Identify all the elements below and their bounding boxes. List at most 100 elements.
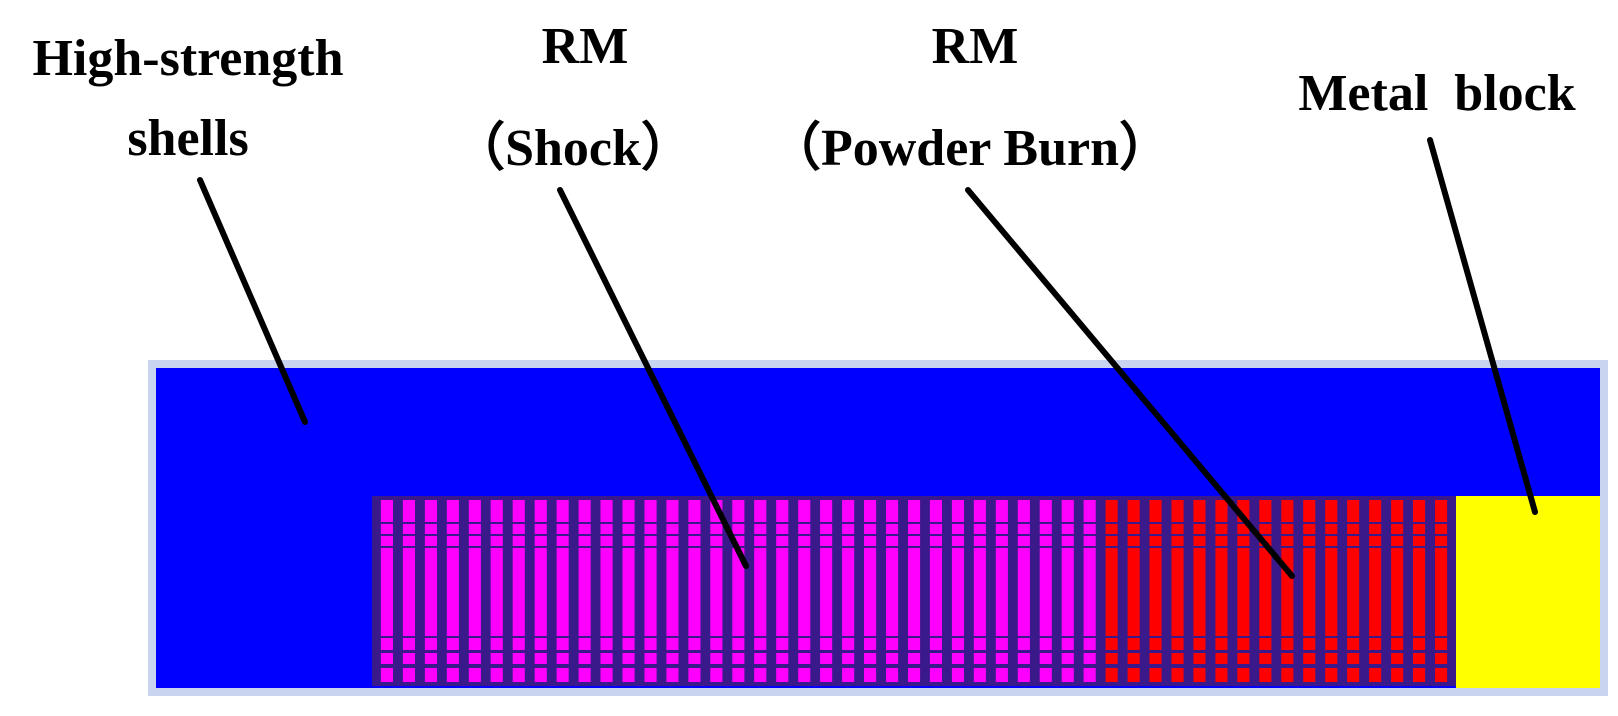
rm-shock-cell [820, 638, 833, 650]
rm-shock-cell [424, 536, 437, 546]
rm-shock-cell [446, 500, 459, 522]
rm-shock-cell [534, 500, 547, 522]
rm-powder-burn-cell [1171, 548, 1184, 636]
rm-powder-burn-cell [1325, 638, 1338, 650]
rm-shock-cell [929, 548, 942, 636]
rm-powder-burn-cell [1325, 653, 1338, 664]
rm-shock-cell [754, 668, 767, 682]
leader-line-shells [197, 177, 308, 425]
rm-powder-burn-cell [1281, 668, 1294, 682]
rm-shock-cell [820, 500, 833, 522]
rm-shock-cell [776, 668, 789, 682]
rm-powder-burn-cell [1325, 548, 1338, 636]
rm-shock-cell [1017, 500, 1030, 522]
rm-shock-cell [556, 668, 569, 682]
rm-shock-cell [666, 638, 679, 650]
rm-powder-burn-cell [1413, 668, 1426, 682]
rm-shock-cell [380, 536, 393, 546]
rm-shock-cell [710, 536, 723, 546]
rm-shock-cell [820, 668, 833, 682]
rm-shock-cell [929, 524, 942, 534]
rm-powder-burn-cell [1281, 653, 1294, 664]
rm-powder-burn-cell [1435, 548, 1448, 636]
rm-shock-cell [534, 536, 547, 546]
rm-shock-cell [644, 638, 657, 650]
rm-shock-cell [754, 548, 767, 636]
rm-powder-burn-cell [1281, 524, 1294, 534]
rm-shock-cell [776, 638, 789, 650]
rm-shock-cell [973, 500, 986, 522]
rm-shock-cell [951, 524, 964, 534]
rm-shock-cell [512, 638, 525, 650]
rm-shock-cell [534, 668, 547, 682]
rm-powder-burn-cell [1105, 536, 1118, 546]
rm-shock-cell [1083, 536, 1096, 546]
rm-shock-cell [622, 524, 635, 534]
rm-shock-cell [710, 548, 723, 636]
rm-shock-cell [556, 536, 569, 546]
rm-powder-burn-cell [1215, 638, 1228, 650]
rm-powder-burn-cell [1237, 548, 1250, 636]
rm-shock-cell [973, 548, 986, 636]
rm-shock-cell [534, 653, 547, 664]
rm-shock-cell [820, 536, 833, 546]
rm-powder-burn-cell [1127, 536, 1140, 546]
rm-shock-cell [1061, 653, 1074, 664]
rm-shock-cell [732, 524, 745, 534]
rm-powder-burn-cell [1127, 524, 1140, 534]
label-shells-line1: High-strength [32, 30, 343, 87]
rm-shock-cell [402, 548, 415, 636]
rm-powder-burn-cell [1127, 668, 1140, 682]
rm-powder-burn-cell [1105, 653, 1118, 664]
rm-shock-cell [688, 524, 701, 534]
rm-shock-cell [798, 536, 811, 546]
leader-line-shock [557, 187, 749, 569]
rm-powder-burn-cell [1413, 638, 1426, 650]
rm-shock-cell [951, 548, 964, 636]
rm-powder-burn-cell [1413, 524, 1426, 534]
rm-shock-cell [842, 500, 855, 522]
rm-shock-cell [600, 638, 613, 650]
rm-shock-cell [732, 536, 745, 546]
rm-shock-cell [666, 653, 679, 664]
rm-shock-cell [776, 536, 789, 546]
label-metal-block: Metal block [1298, 65, 1575, 122]
rm-shock-cell [776, 653, 789, 664]
rm-shock-cell [468, 668, 481, 682]
rm-shock-cell [600, 548, 613, 636]
rm-shock-cell [490, 500, 503, 522]
rm-shock-cell [644, 548, 657, 636]
rm-powder-burn-cell [1193, 536, 1206, 546]
rm-shock-cell [688, 638, 701, 650]
rm-shock-cell [710, 638, 723, 650]
rm-shock-cell [600, 500, 613, 522]
rm-powder-burn-cell [1369, 500, 1382, 522]
rm-powder-burn-cell [1435, 653, 1448, 664]
rm-shock-cell [534, 638, 547, 650]
rm-shock-cell [842, 536, 855, 546]
rm-shock-cell [622, 653, 635, 664]
rm-shock-cell [754, 524, 767, 534]
rm-powder-burn-cell [1369, 668, 1382, 682]
rm-shock-cell [886, 536, 899, 546]
rm-shock-cell [908, 536, 921, 546]
rm-powder-burn-cell [1127, 638, 1140, 650]
rm-shock-cell [1083, 524, 1096, 534]
rm-shock-cell [446, 524, 459, 534]
rm-powder-burn-cell [1281, 500, 1294, 522]
rm-shock-cell [710, 524, 723, 534]
rm-shock-cell [754, 638, 767, 650]
rm-shock-cell [929, 638, 942, 650]
rm-powder-burn-cell [1369, 653, 1382, 664]
rm-powder-burn-cell [1215, 500, 1228, 522]
rm-shock-cell [886, 668, 899, 682]
rm-shock-cell [578, 548, 591, 636]
rm-powder-burn-cell [1149, 548, 1162, 636]
rm-shock-cell [644, 668, 657, 682]
rm-powder-burn-cell [1413, 548, 1426, 636]
rm-shock-cell [1017, 524, 1030, 534]
rm-shock-cell [864, 548, 877, 636]
rm-shock-cell [468, 536, 481, 546]
rm-powder-burn-cell [1237, 668, 1250, 682]
rm-shock-cell [1061, 524, 1074, 534]
